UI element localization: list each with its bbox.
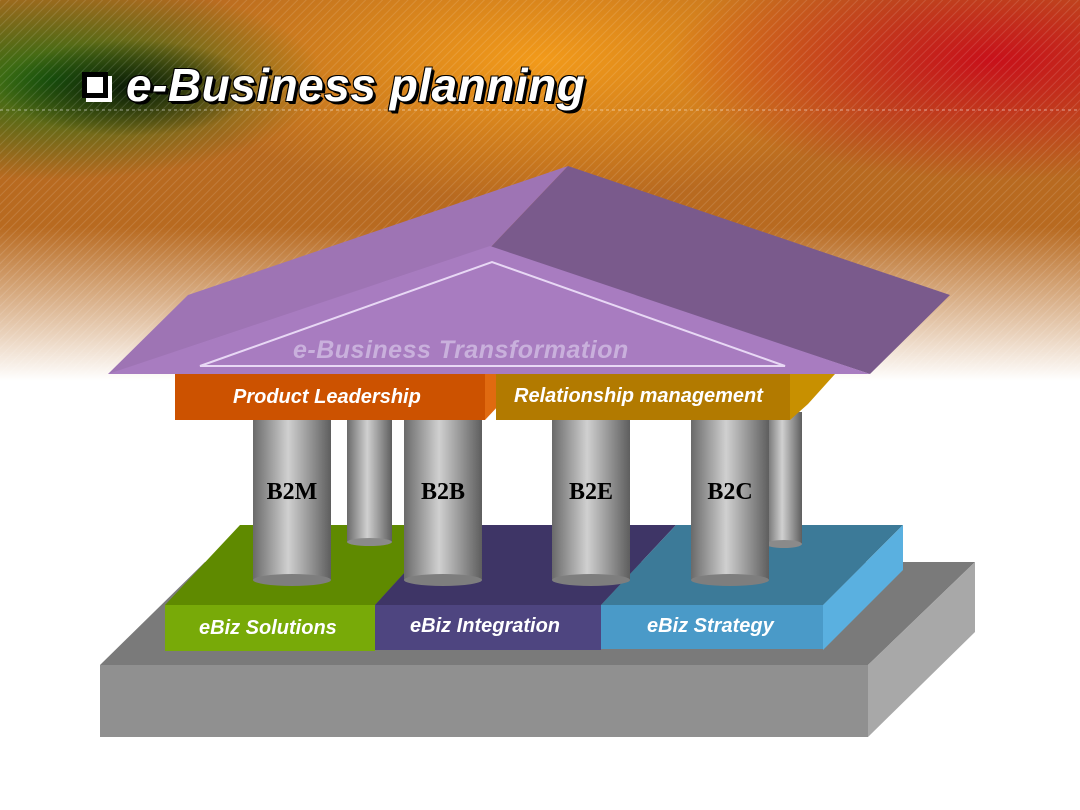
foundation-strategy-label: eBiz Strategy (647, 615, 774, 637)
checkbox-bullet-icon (82, 72, 108, 98)
beam-relationship-side (790, 374, 835, 420)
pillar-b2e (552, 412, 630, 580)
beam-product-label: Product Leadership (233, 386, 421, 408)
pillar-b2e-label: B2E (568, 479, 613, 505)
slide-title: e-Business planning (82, 58, 585, 112)
pillar-b2m (253, 412, 331, 580)
foundation-integration-label: eBiz Integration (410, 615, 561, 637)
foundation-integration-front (375, 605, 601, 650)
roof-label: e-Business Transformation (293, 336, 629, 364)
pillar-b2e-bottom (552, 574, 630, 586)
pillar-b2m-bottom (253, 574, 331, 586)
roof-right-slope (490, 166, 950, 374)
foundation-solutions-front (165, 605, 375, 651)
beam-relationship-label: Relationship management (514, 385, 763, 407)
pillar-b2b (404, 412, 482, 580)
pillar-b2c (691, 412, 769, 580)
base-front (100, 665, 868, 737)
pillar-b2m-label: B2M (266, 479, 318, 505)
pillar-back-1 (347, 412, 392, 542)
title-text: e-Business planning (126, 59, 586, 111)
pillar-b2b-label: B2B (420, 479, 465, 505)
pillar-back-2-bottom (766, 540, 802, 548)
foundation-strategy-side (823, 525, 903, 650)
roof-front-gable (108, 246, 870, 374)
pillar-b2c-bottom (691, 574, 769, 586)
pillar-back-1-bottom (347, 538, 392, 546)
foundation-solutions-label: eBiz Solutions (199, 617, 337, 639)
pillar-b2b-bottom (404, 574, 482, 586)
pillar-back-2 (766, 412, 802, 544)
base-side (868, 562, 975, 737)
roof-left-slope (108, 166, 568, 374)
foundation-strategy-front (601, 605, 823, 649)
roof-pediment-outline (199, 260, 786, 367)
beam-product-front (175, 374, 485, 420)
beam-relationship-front (496, 374, 790, 420)
pillar-b2c-label: B2C (707, 479, 753, 505)
